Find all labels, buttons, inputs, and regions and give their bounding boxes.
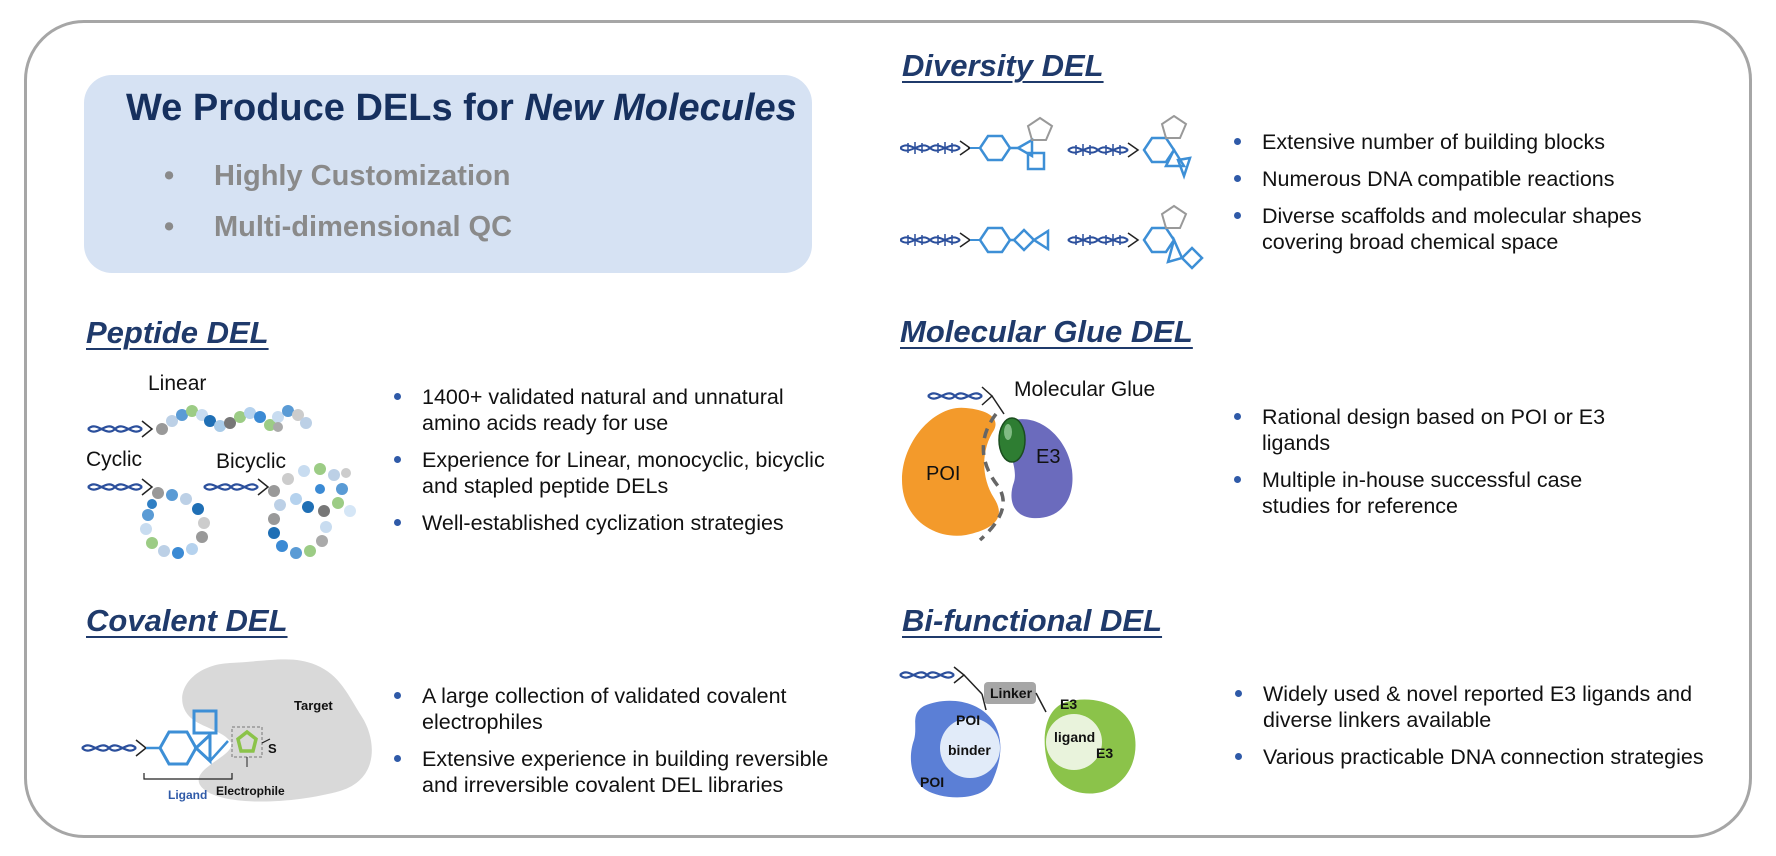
bullet-text: studies for reference	[1262, 494, 1458, 518]
bullet-item: Extensive experience in building reversi…	[392, 746, 828, 798]
bullet-text: Extensive experience in building reversi…	[422, 747, 829, 771]
bicyclic-peptide-rings	[268, 463, 356, 559]
hero-bullet: •Highly Customization	[164, 160, 511, 192]
bullet-item: Extensive number of building blocks	[1232, 129, 1642, 155]
glue-label: Molecular Glue	[1014, 378, 1155, 401]
hero-title-prefix: We Produce DELs for	[126, 87, 525, 129]
peptide-illustration: Linear Cyclic Bicyclic	[86, 372, 356, 559]
dna-strand-icon	[81, 739, 148, 757]
section-title-diversity: Diversity DEL	[902, 48, 1104, 83]
binder-label: binder	[948, 742, 991, 758]
section-title-covalent: Covalent DEL	[86, 603, 288, 638]
hero-title: We Produce DELs for New Molecules	[126, 87, 797, 130]
dna-strand-icon	[899, 666, 966, 684]
bullet-item: Widely used & novel reported E3 ligands …	[1233, 681, 1704, 733]
diversity-molecule	[1067, 204, 1204, 270]
hero-title-emphasis: New Molecules	[524, 87, 797, 129]
bullet-text: covering broad chemical space	[1262, 230, 1559, 254]
bullet-text: Multiple in-house successful case	[1262, 468, 1583, 492]
diversity-scaffolds-illustration	[900, 115, 1204, 270]
diversity-molecule	[900, 226, 1050, 254]
dna-strand-icon	[927, 386, 994, 406]
bullet-text: diverse linkers available	[1263, 708, 1492, 732]
dna-strand-icon	[203, 478, 270, 496]
peptide-label-cyclic: Cyclic	[86, 448, 142, 471]
bullet-item: Various practicable DNA connection strat…	[1233, 744, 1704, 770]
bifunctional-illustration: Linker POI binder POI E3 ligand E3	[899, 666, 1136, 798]
bullet-item: Experience for Linear, monocyclic, bicyc…	[392, 447, 825, 499]
bullet-item: Well-established cyclization strategies	[392, 510, 825, 536]
e3-label: E3	[1036, 446, 1060, 468]
cyclic-peptide-ring	[140, 487, 210, 559]
poi-binder-circle	[940, 718, 1000, 778]
linker-label: Linker	[990, 685, 1033, 701]
bullet-text: 1400+ validated natural and unnatural	[422, 385, 784, 409]
bifunctional-bullets: Widely used & novel reported E3 ligands …	[1233, 681, 1704, 781]
bullet-item: Numerous DNA compatible reactions	[1232, 166, 1642, 192]
peptide-label-linear: Linear	[148, 372, 206, 395]
e3-ligand-circle	[1046, 714, 1102, 770]
bullet-text: Widely used & novel reported E3 ligands …	[1263, 682, 1693, 706]
bullet-text: Experience for Linear, monocyclic, bicyc…	[422, 448, 825, 472]
bullet-text: and irreversible covalent DEL libraries	[422, 773, 784, 797]
target-label: Target	[294, 698, 333, 713]
poi-protein-shape	[902, 407, 999, 536]
section-title-bifunctional: Bi-functional DEL	[902, 603, 1163, 638]
linear-peptide-chain	[156, 405, 312, 435]
target-protein-shape	[182, 659, 372, 802]
linker-block	[984, 682, 1036, 704]
sulfur-label: S	[268, 741, 277, 756]
dna-strand-icon	[87, 420, 154, 438]
covalent-illustration: Target S Ligand Electrophile	[81, 659, 372, 802]
ligand-label: ligand	[1054, 729, 1095, 745]
covalent-bullets: A large collection of validated covalent…	[392, 683, 828, 809]
diversity-bullets: Extensive number of building blocks Nume…	[1232, 129, 1642, 255]
outer-frame	[24, 20, 1752, 838]
section-title-peptide: Peptide DEL	[86, 315, 269, 350]
diversity-molecule	[1067, 115, 1192, 180]
electrophile-label: Electrophile	[216, 784, 285, 798]
bullet-item: A large collection of validated covalent…	[392, 683, 828, 735]
dna-strand-icon	[87, 478, 154, 496]
bullet-text: and stapled peptide DELs	[422, 474, 669, 498]
e3-top-label: E3	[1060, 696, 1077, 712]
poi-top-label: POI	[956, 712, 980, 728]
bullet-text: A large collection of validated covalent	[422, 684, 787, 708]
bullet-text: Diverse scaffolds and molecular shapes	[1262, 204, 1642, 228]
e3-bottom-label: E3	[1096, 745, 1113, 761]
bullet-text: Rational design based on POI or E3	[1262, 405, 1606, 429]
diversity-molecule	[900, 116, 1054, 171]
bullet-text: electrophiles	[422, 710, 543, 734]
section-title-glue: Molecular Glue DEL	[900, 314, 1193, 349]
hero-banner: We Produce DELs for New Molecules •Highl…	[84, 75, 812, 273]
bullet-text: amino acids ready for use	[422, 411, 669, 435]
hero-bullet: •Multi-dimensional QC	[164, 211, 513, 243]
peptide-label-bicyclic: Bicyclic	[216, 450, 286, 473]
molecular-glue-compound	[998, 417, 1026, 463]
poi-bottom-label: POI	[920, 774, 944, 790]
bullet-text: ligands	[1262, 431, 1331, 455]
hero-bullet-text: Highly Customization	[214, 160, 511, 192]
ligand-label: Ligand	[168, 788, 207, 802]
hero-bullet-text: Multi-dimensional QC	[214, 211, 513, 243]
poi-label: POI	[926, 463, 960, 485]
molecular-glue-illustration: Molecular Glue POI E3	[902, 378, 1155, 542]
